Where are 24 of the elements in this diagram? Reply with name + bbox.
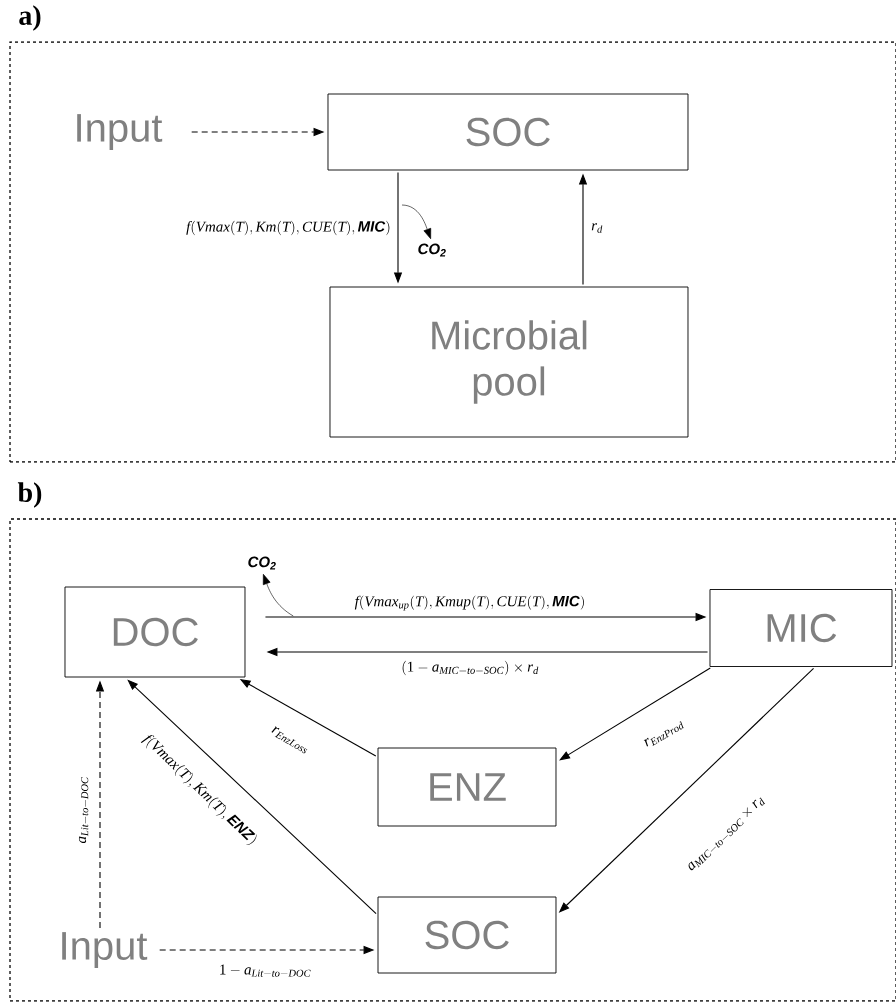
edge-label: $r_{EnzLoss}$ — [271, 726, 308, 754]
edge-label: $f(Vmax_{up}(T),Kmup(T),CUE(T),\textbf{\textit{MIC}})$ — [354, 595, 584, 611]
panel-heading: b) — [17, 482, 42, 508]
process-box: Microbial pool — [329, 286, 689, 438]
process-box: SOC — [327, 93, 689, 171]
outflow-label: CO$_{2}$ — [248, 556, 276, 570]
edge-label: $1-a_{Lit-to-DOC}$ — [220, 964, 311, 977]
edge-label: $a_{MIC-to-SOC}\times r_d$ — [688, 797, 766, 871]
process-box: SOC — [377, 896, 557, 974]
edge-label: $f(Vmax(T),Km(T),CUE(T),\textbf{\textit{MIC}})$ — [186, 220, 390, 236]
edge-label: $r_{EnzProd}$ — [643, 721, 684, 747]
arrow — [262, 573, 294, 617]
panel-heading: a) — [19, 5, 41, 31]
input-label: Input — [77, 114, 163, 150]
input-label: Input — [62, 932, 148, 968]
edge-label: $r_d$ — [591, 223, 603, 233]
edge-label: $a_{Lit-to-DOC}$ — [78, 776, 89, 844]
process-box: MIC — [709, 589, 893, 667]
arrow — [559, 667, 711, 761]
process-box: DOC — [64, 586, 246, 678]
arrow — [401, 204, 432, 240]
outflow-label: CO$_{2}$ — [418, 243, 446, 257]
edge-label: $(1-a_{MIC-to-SOC})\times r_d$ — [402, 660, 539, 676]
process-box: ENZ — [377, 747, 557, 827]
